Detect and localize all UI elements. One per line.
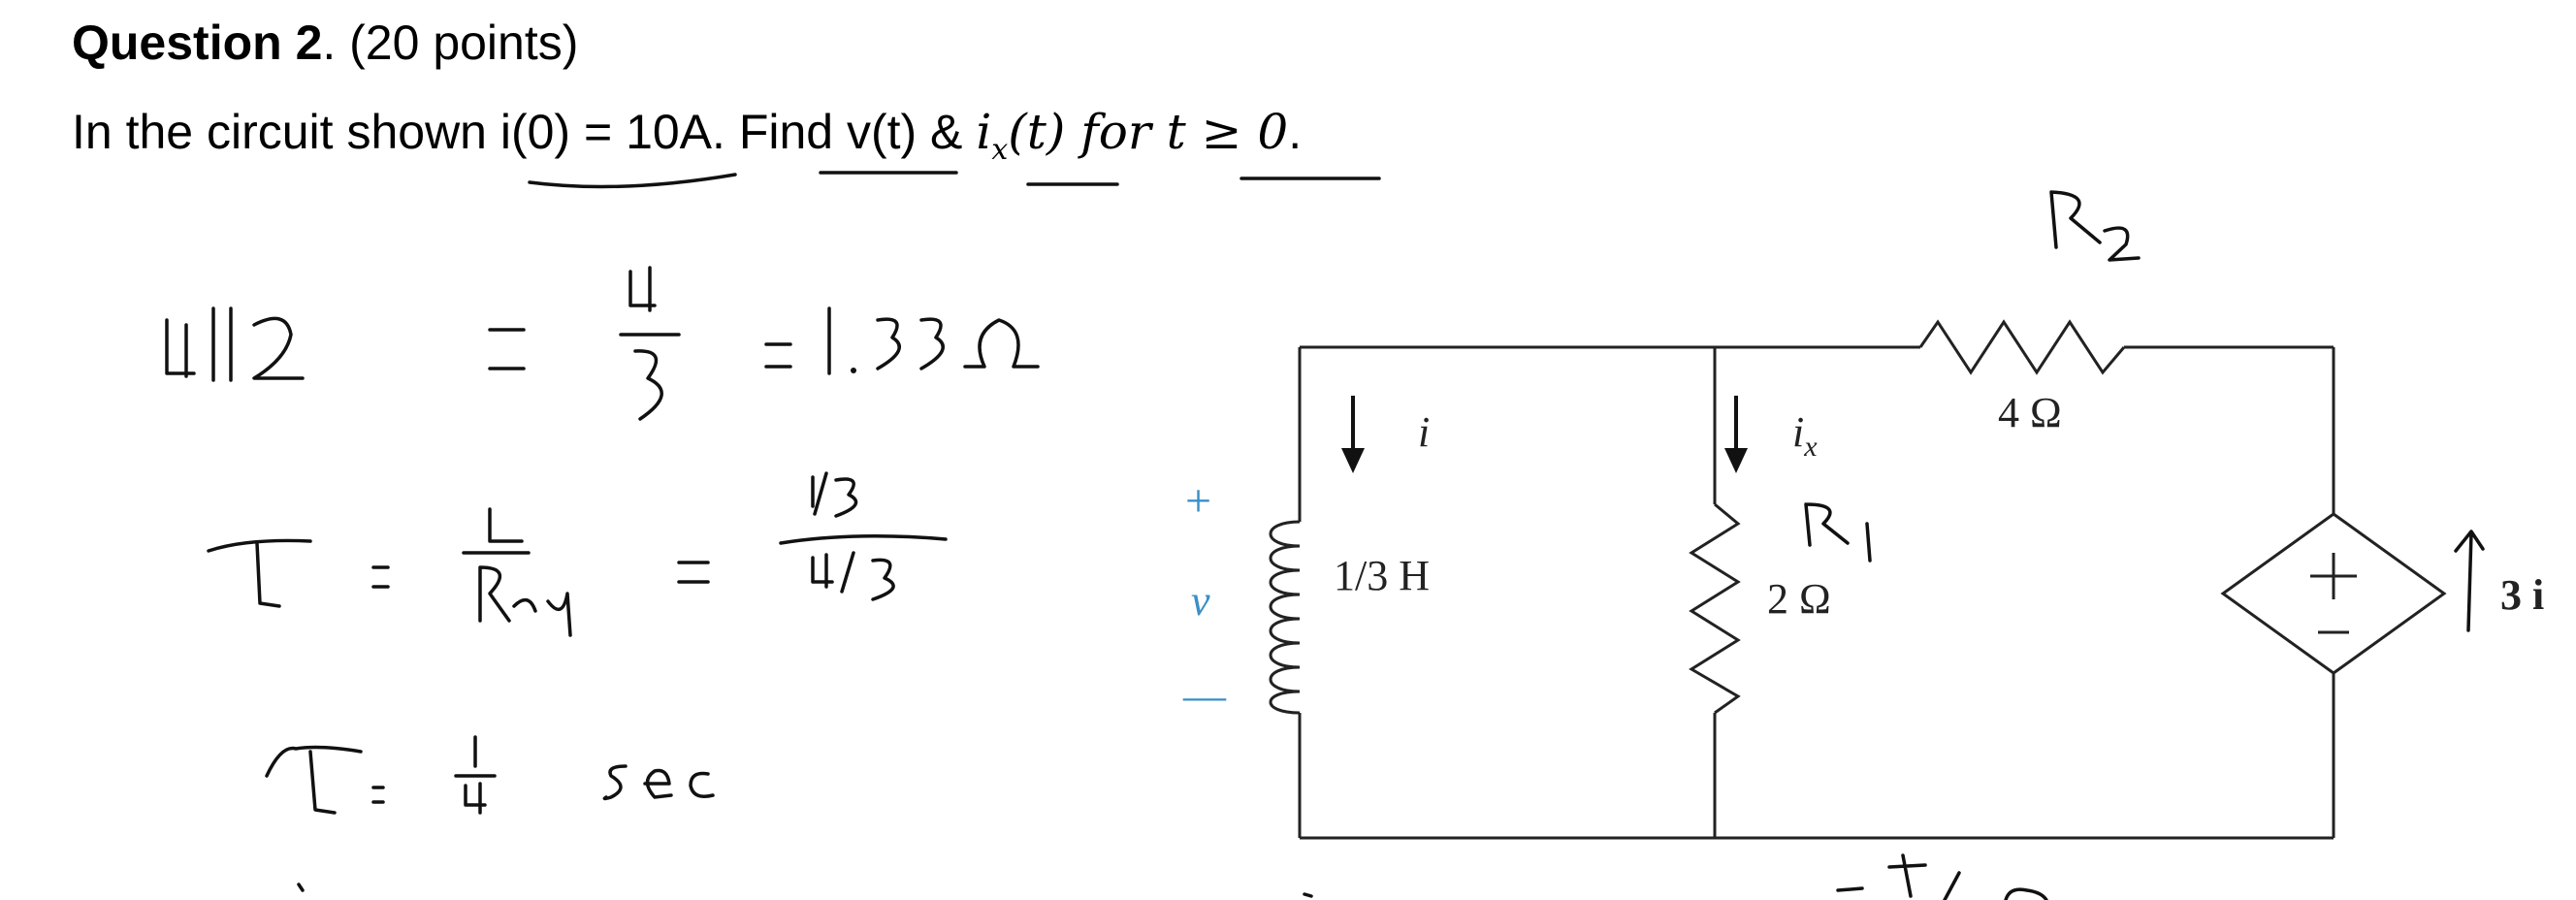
- handwritten-bottom-fragment: [297, 853, 2048, 900]
- arrow-ix-head: [1724, 448, 1748, 473]
- voltage-minus-label: —: [1182, 672, 1227, 720]
- hw-c: [689, 771, 715, 798]
- prompt-math-sub: x: [991, 133, 1009, 167]
- hw-source-arrow: [2454, 530, 2485, 632]
- hw-tau-2: [265, 745, 363, 815]
- question-prompt: In the circuit shown i(0) = 10A. Find v(…: [72, 101, 1302, 181]
- hw-fragment-left: [297, 883, 305, 892]
- underline-initial-condition: [528, 173, 737, 189]
- hw-s: [602, 764, 628, 801]
- prompt-text: In the circuit shown i(0) = 10A. Find v(…: [72, 105, 977, 159]
- hw-decimal-point: [851, 368, 856, 373]
- hw-digit-4: [165, 318, 196, 378]
- prompt-math-rest: (t) for t ≥ 0: [1008, 104, 1289, 160]
- hw-fragment-t: [1887, 853, 1927, 898]
- prompt-math: ix(t) for t ≥ 0: [976, 104, 1289, 167]
- hw-frac-num-4: [628, 266, 657, 312]
- current-arrows: [1341, 396, 1748, 473]
- hw-L: [488, 507, 524, 543]
- handwritten-line-1: [165, 266, 1040, 421]
- hw-R1-1: [1865, 522, 1872, 562]
- inductor-coil: [1269, 520, 1301, 715]
- hw-R2-2: [2103, 226, 2141, 262]
- current-ix-sub: x: [1803, 431, 1818, 463]
- hw-four-thirds-den: [811, 551, 895, 601]
- source-plus-sign: [2310, 553, 2357, 599]
- current-i-label: i: [1418, 408, 1430, 456]
- hw-one-third-num: [811, 471, 858, 518]
- hw-digit-2: [252, 316, 305, 380]
- resistor-4ohm-label: 4 Ω: [1998, 389, 2062, 436]
- question-points: . (20 points): [322, 16, 579, 70]
- resistor-2ohm-zigzag: [1689, 502, 1741, 715]
- circuit-diagram: [1269, 319, 2447, 840]
- hw-equals-3: [371, 565, 390, 589]
- hw-parallel-bars: [211, 306, 233, 382]
- hw-equals-1: [488, 328, 526, 370]
- hw-frac-den-3: [633, 349, 663, 421]
- hw-frac-den-4: [464, 782, 487, 815]
- hw-omega: [963, 318, 1040, 369]
- hw-equals-2: [764, 342, 792, 369]
- hw-equals-5: [371, 786, 385, 804]
- resistor-2ohm-label: 2 Ω: [1767, 575, 1831, 623]
- prompt-underlines: [528, 171, 1381, 189]
- question-title: Question 2. (20 points): [72, 14, 578, 72]
- prompt-math-i: i: [976, 104, 992, 160]
- source-label: 3 i: [2500, 571, 2544, 619]
- current-ix-label: ix: [1792, 408, 1818, 463]
- question-number: Question 2: [72, 16, 323, 70]
- resistor-4ohm-zigzag: [1918, 319, 2126, 375]
- hw-fragment-mid: [1303, 892, 1313, 898]
- hw-e: [643, 768, 673, 799]
- hw-tau-1: [207, 538, 312, 608]
- hw-r-labels: [1804, 190, 2141, 562]
- hw-R1-R: [1804, 502, 1850, 547]
- handwritten-line-3: [265, 735, 715, 815]
- arrow-i-head: [1341, 448, 1365, 473]
- hw-digit-3a: [876, 317, 901, 370]
- hw-Req: [478, 565, 572, 637]
- hw-fragment-tau: [2004, 887, 2048, 900]
- inductor-label: 1/3 H: [1334, 552, 1430, 599]
- hw-equals-4: [677, 561, 710, 584]
- source-polarity: [2310, 553, 2357, 634]
- voltage-v-label: v: [1191, 577, 1210, 625]
- hw-digit-3b: [919, 317, 945, 370]
- hw-frac-bar-3: [779, 534, 948, 545]
- hw-fragment-minus: [1836, 886, 1864, 892]
- hw-fragment-slash: [1943, 871, 1961, 900]
- prompt-end: .: [1288, 105, 1303, 159]
- hw-R2-R: [2049, 190, 2102, 249]
- current-ix-main: i: [1792, 408, 1804, 456]
- handwritten-line-2: [207, 471, 948, 637]
- voltage-plus-label: +: [1185, 475, 1211, 527]
